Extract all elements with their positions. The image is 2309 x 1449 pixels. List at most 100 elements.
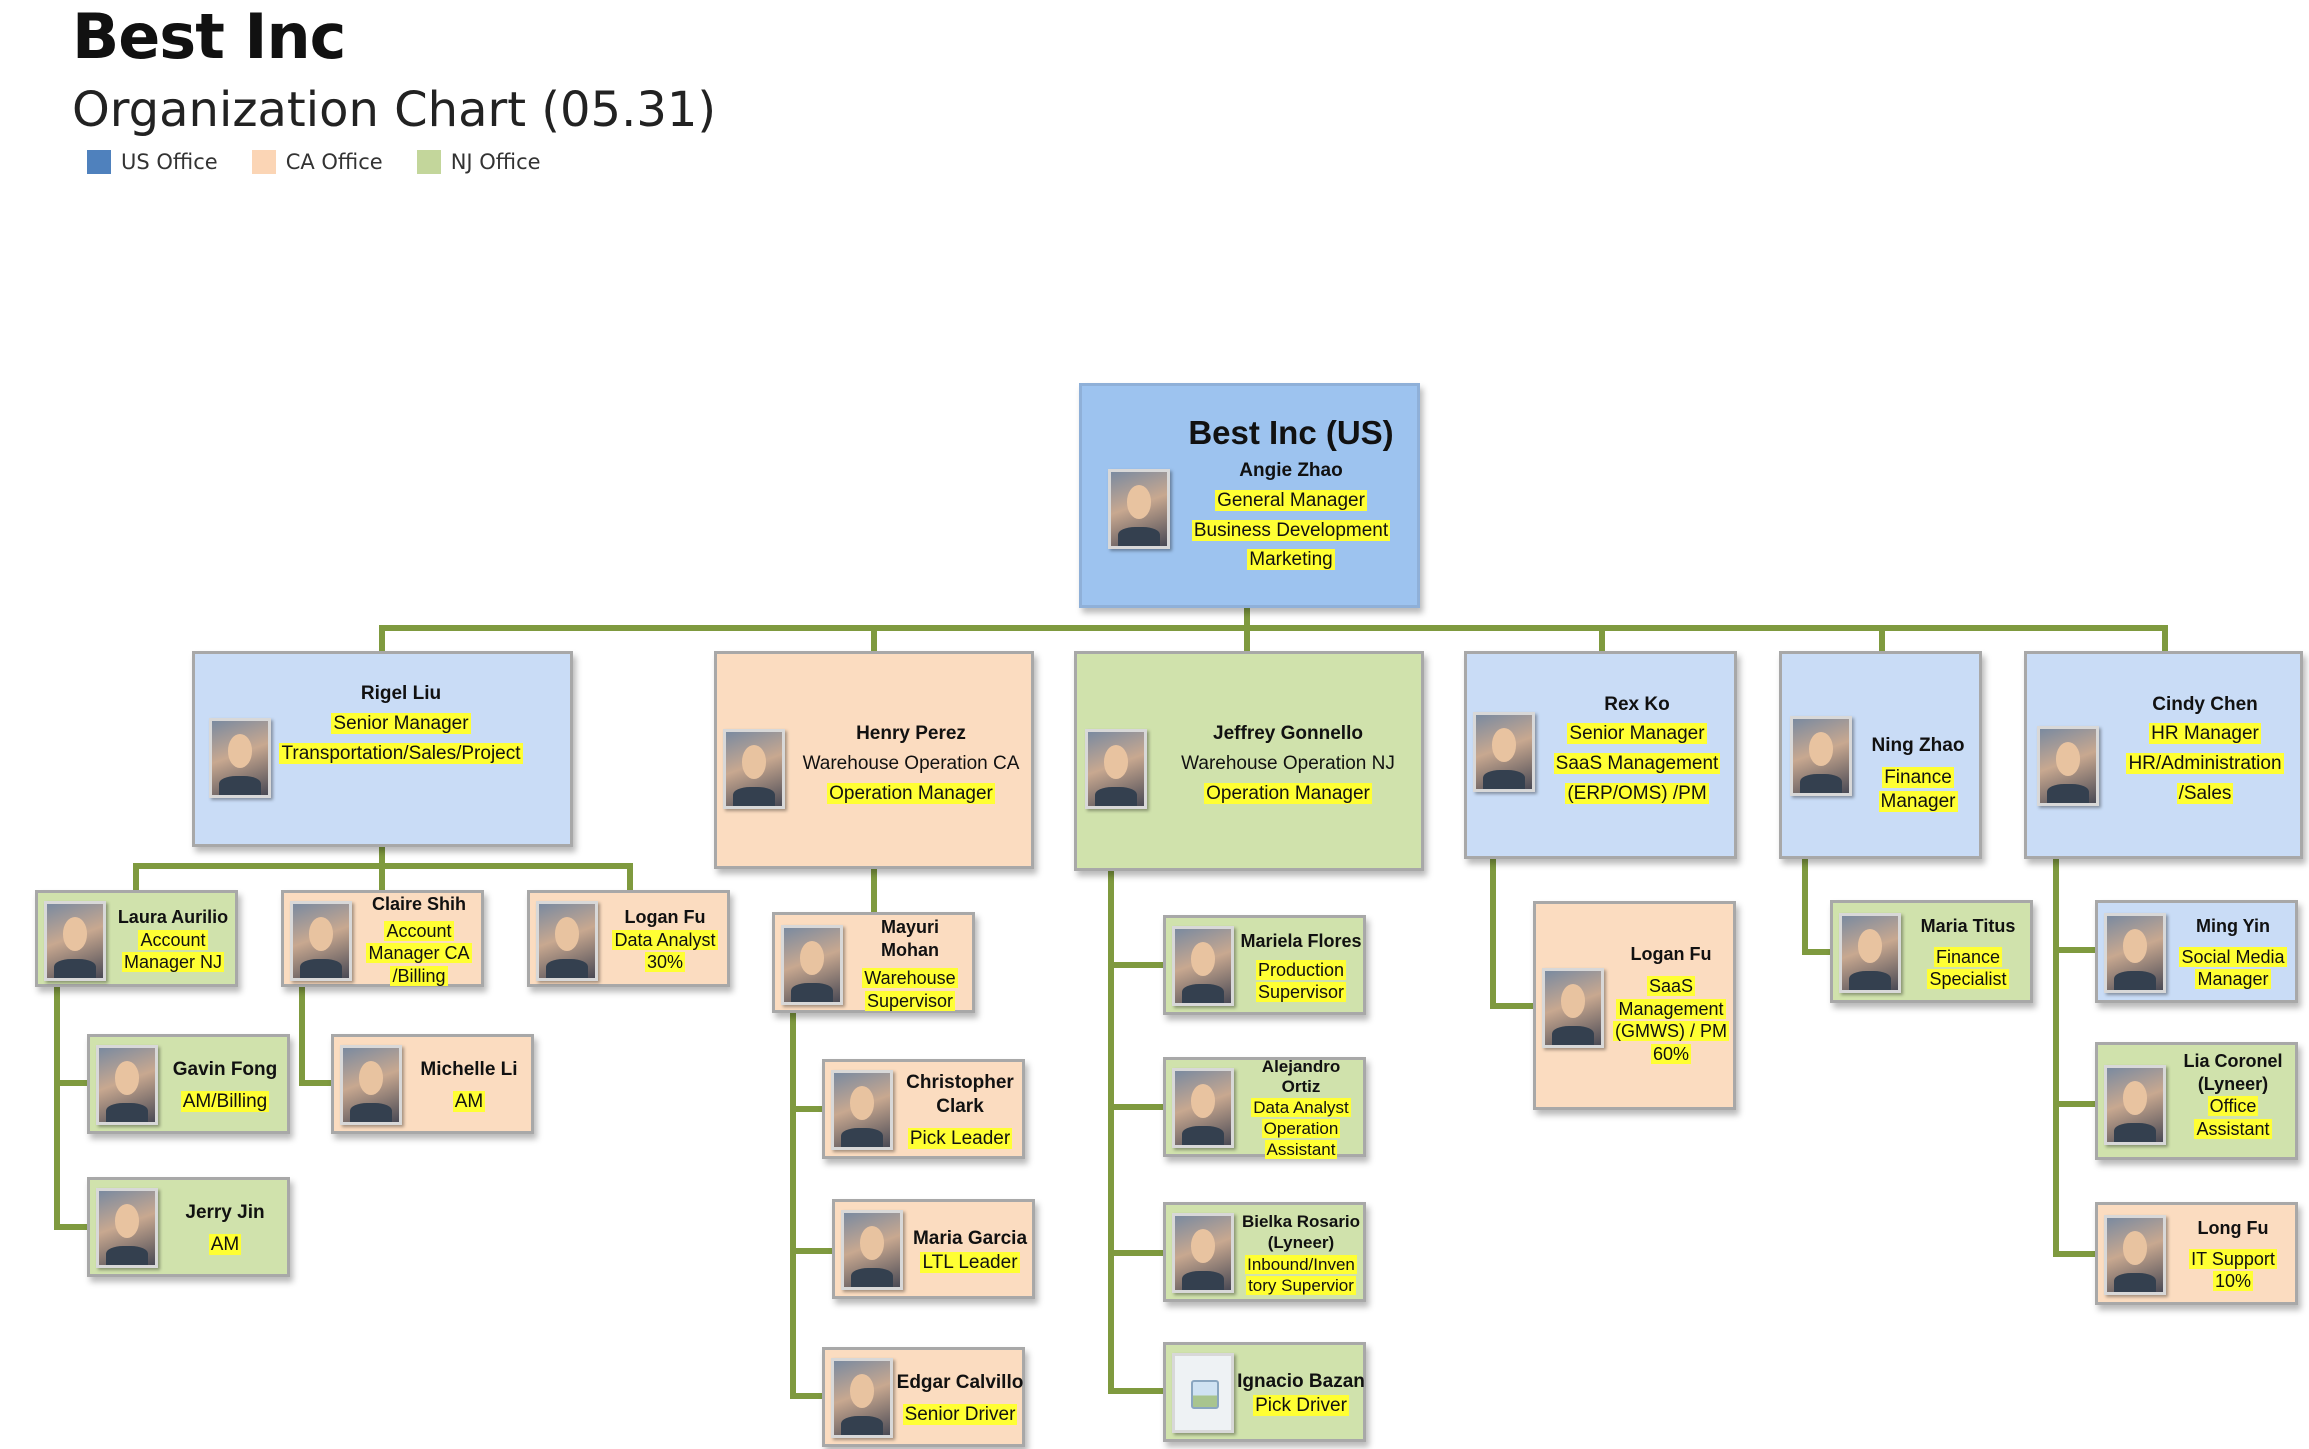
node-maria-titus[interactable]: Maria Titus Finance Specialist — [1830, 900, 2033, 1003]
node-text: Mayuri Mohan Warehouse Supervisor — [845, 915, 975, 1013]
role-line: Operation Manager — [1204, 782, 1372, 804]
node-text: Ignacio Bazan Pick Driver — [1236, 1349, 1366, 1439]
role-line: AM — [452, 1091, 486, 1112]
person-name: Bielka Rosario — [1241, 1212, 1361, 1231]
role-line: Supervisor — [1255, 982, 1347, 1003]
node-ming-yin[interactable]: Ming Yin Social Media Manager — [2095, 900, 2298, 1003]
logan-fu-photo — [536, 901, 598, 981]
node-text: Mariela Flores Production Supervisor — [1236, 920, 1366, 1014]
legend: US Office CA Office NJ Office — [87, 150, 541, 174]
role-line: Production — [1255, 959, 1347, 980]
role-line: Inbound/Inven — [1245, 1254, 1357, 1274]
person-name: Claire Shih — [371, 894, 467, 914]
node-text: Christopher Clark Pick Leader — [895, 1064, 1025, 1158]
laura-aurilio-photo — [44, 901, 106, 981]
legend-swatch-nj — [416, 150, 441, 174]
person-name: Ortiz — [1281, 1077, 1321, 1097]
node-jeffrey-gonnello[interactable]: Jeffrey Gonnello Warehouse Operation NJ … — [1074, 651, 1424, 871]
person-name: Cindy Chen — [2152, 693, 2258, 715]
node-logan-fu-saas[interactable]: Logan Fu SaaS Management (GMWS) / PM 60% — [1533, 901, 1736, 1110]
role-line: Transportation/Sales/Project — [279, 742, 523, 764]
person-name: Maria Titus — [1920, 916, 2016, 937]
role-line: (ERP/OMS) /PM — [1565, 782, 1709, 804]
legend-label-ca: CA Office — [285, 150, 383, 174]
node-mariela-flores[interactable]: Mariela Flores Production Supervisor — [1163, 915, 1366, 1015]
person-name: Christopher — [906, 1072, 1014, 1094]
node-ning-zhao[interactable]: Ning Zhao Finance Manager — [1779, 651, 1982, 859]
person-name: Rigel Liu — [360, 683, 442, 705]
dept-line: Warehouse Operation CA — [802, 753, 1020, 775]
node-cindy-chen[interactable]: Cindy Chen HR Manager HR/Administration … — [2024, 651, 2303, 859]
role-line: Management — [1616, 998, 1726, 1019]
node-rigel-liu[interactable]: Rigel Liu Senior Manager Transportation/… — [192, 651, 573, 847]
node-text: Laura Aurilio Account Manager NJ — [108, 897, 238, 983]
role-line: Finance — [1882, 767, 1954, 789]
node-gavin-fong[interactable]: Gavin Fong AM/Billing — [87, 1034, 290, 1134]
role-line: Data Analyst — [1251, 1098, 1351, 1118]
node-laura-aurilio[interactable]: Laura Aurilio Account Manager NJ — [35, 890, 238, 987]
node-best-inc-us[interactable]: Best Inc (US) Angie Zhao General Manager… — [1079, 383, 1420, 608]
role-line: HR Manager — [2149, 723, 2261, 745]
angie-zhao-photo — [1108, 469, 1170, 549]
node-maria-garcia[interactable]: Maria Garcia LTL Leader — [832, 1199, 1035, 1299]
node-text: Bielka Rosario (Lyneer) Inbound/Inven to… — [1234, 1205, 1368, 1302]
node-claire-shih[interactable]: Claire Shih Account Manager CA /Billing — [281, 890, 484, 987]
role-line: Office — [2207, 1096, 2259, 1116]
role-line: Operation Manager — [827, 782, 995, 804]
node-jerry-jin[interactable]: Jerry Jin AM — [87, 1177, 290, 1277]
node-rex-ko[interactable]: Rex Ko Senior Manager SaaS Management (E… — [1464, 651, 1737, 859]
node-bielka-rosario[interactable]: Bielka Rosario (Lyneer) Inbound/Inven to… — [1163, 1202, 1366, 1302]
node-long-fu[interactable]: Long Fu IT Support 10% — [2095, 1202, 2298, 1305]
role-line: AM/Billing — [180, 1091, 270, 1112]
person-name: Gavin Fong — [172, 1059, 278, 1081]
node-text: Rex Ko Senior Manager SaaS Management (E… — [1537, 674, 1737, 824]
role-line: Specialist — [1927, 969, 2009, 990]
role-line: Manager — [2195, 969, 2271, 990]
gavin-fong-photo — [96, 1045, 158, 1125]
role-line: Manager NJ — [121, 952, 225, 973]
role-line: Finance — [1933, 946, 2003, 967]
node-logan-fu-analyst[interactable]: Logan Fu Data Analyst 30% — [527, 890, 730, 987]
legend-label-us: US Office — [121, 150, 218, 174]
role-line: (GMWS) / PM — [1613, 1021, 1729, 1042]
node-lia-coronel[interactable]: Lia Coronel (Lyneer) Office Assistant — [2095, 1042, 2298, 1160]
person-name: Mohan — [881, 939, 939, 960]
alejandro-ortiz-photo — [1172, 1068, 1234, 1148]
node-michelle-li[interactable]: Michelle Li AM — [331, 1034, 534, 1134]
node-text: Henry Perez Warehouse Operation CA Opera… — [791, 704, 1031, 824]
node-text: Jeffrey Gonnello Warehouse Operation NJ … — [1153, 704, 1423, 824]
role-line: Manager — [1878, 790, 1958, 812]
node-mayuri-mohan[interactable]: Mayuri Mohan Warehouse Supervisor — [772, 912, 975, 1013]
node-christopher-clark[interactable]: Christopher Clark Pick Leader — [822, 1059, 1025, 1159]
role-line: Senior Manager — [331, 713, 471, 735]
person-name: Laura Aurilio — [117, 907, 229, 928]
role-line: tory Supervior — [1246, 1275, 1356, 1295]
node-alejandro-ortiz[interactable]: Alejandro Ortiz Data Analyst Operation A… — [1163, 1057, 1366, 1159]
maria-garcia-photo — [841, 1210, 903, 1290]
chart-subtitle: Organization Chart (05.31) — [72, 82, 717, 138]
role-line: HR/Administration — [2126, 753, 2284, 774]
node-text: Claire Shih Account Manager CA /Billing — [354, 893, 484, 987]
node-henry-perez[interactable]: Henry Perez Warehouse Operation CA Opera… — [714, 651, 1034, 869]
person-name: Ning Zhao — [1871, 735, 1965, 757]
jeffrey-gonnello-photo — [1085, 729, 1147, 809]
role-line: 30% — [644, 952, 686, 973]
role-line: Warehouse — [862, 968, 958, 988]
role-line: 10% — [2212, 1271, 2254, 1292]
role-line: Social Media — [2179, 946, 2287, 967]
henry-perez-photo — [723, 729, 785, 809]
claire-shih-photo — [290, 901, 352, 981]
maria-titus-photo — [1839, 913, 1901, 993]
person-name: Henry Perez — [856, 723, 966, 745]
person-name: Maria Garcia — [912, 1228, 1028, 1250]
role-line: Manager CA — [366, 943, 472, 963]
person-name: Jeffrey Gonnello — [1213, 723, 1363, 745]
rigel-liu-photo — [209, 718, 271, 798]
node-edgar-calvillo[interactable]: Edgar Calvillo Senior Driver — [822, 1347, 1025, 1447]
role-line: /Billing — [390, 965, 448, 986]
role-line: Pick Driver — [1253, 1395, 1349, 1416]
node-ignacio-bazan[interactable]: Ignacio Bazan Pick Driver — [1163, 1342, 1366, 1442]
role-line: Operation — [1261, 1118, 1341, 1138]
role-line: 60% — [1650, 1043, 1692, 1064]
